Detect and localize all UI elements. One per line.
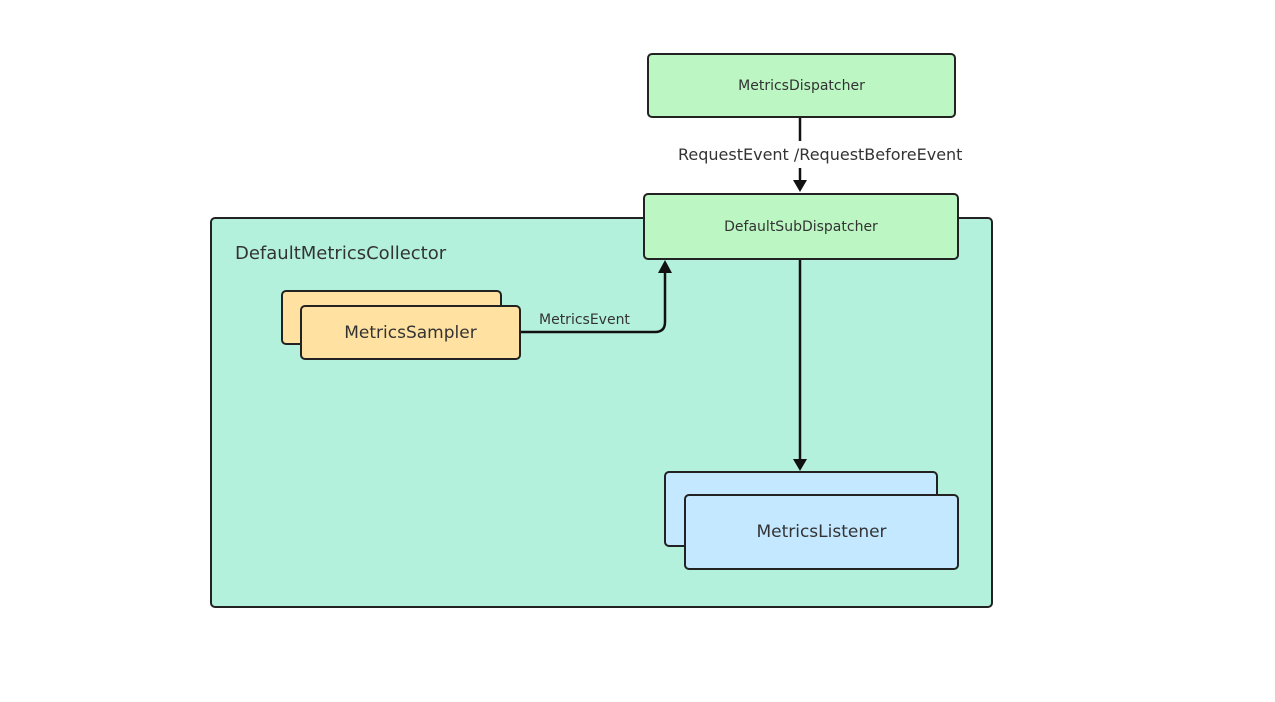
container-title: DefaultMetricsCollector <box>235 243 447 264</box>
metrics-listener-node[interactable]: MetricsListener <box>684 494 959 570</box>
metrics-listener-label: MetricsListener <box>756 522 887 542</box>
default-sub-dispatcher-label: DefaultSubDispatcher <box>724 218 878 235</box>
metrics-sampler-label: MetricsSampler <box>344 322 477 343</box>
metrics-dispatcher-label: MetricsDispatcher <box>738 77 865 94</box>
metrics-sampler-node[interactable]: MetricsSampler <box>300 305 521 360</box>
metrics-dispatcher-node[interactable]: MetricsDispatcher <box>647 53 956 118</box>
default-sub-dispatcher-node[interactable]: DefaultSubDispatcher <box>643 193 959 260</box>
edge-label-dispatcher-to-sub: RequestEvent /RequestBeforeEvent <box>678 145 963 164</box>
arrowhead-dispatcher-to-sub <box>793 180 807 192</box>
edge-label-sampler-to-sub: MetricsEvent <box>539 312 630 328</box>
